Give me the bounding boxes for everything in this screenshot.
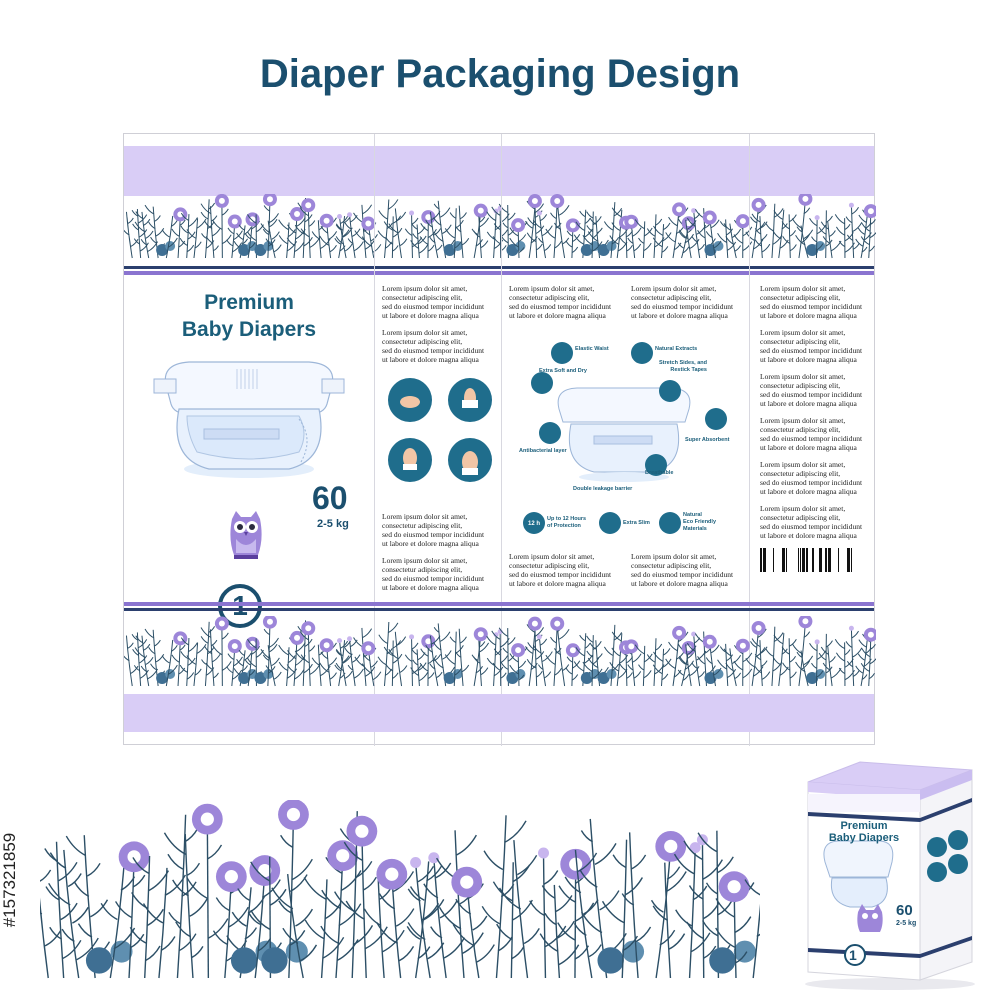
diaper-illustration	[153, 361, 345, 478]
top-stripe-purple	[124, 271, 874, 275]
owl-mascot	[230, 511, 262, 559]
feature-extra-soft: Extra Soft and Dry	[539, 368, 587, 374]
lorem-text: Lorem ipsum dolor sit amet, consectetur …	[760, 284, 863, 320]
lorem-text: Lorem ipsum dolor sit amet, consectetur …	[760, 416, 863, 452]
packaging-dieline: Premium Baby Diapers 60 2-5 kg	[123, 133, 876, 746]
lorem-text: Lorem ipsum dolor sit amet, consectetur …	[509, 284, 612, 320]
brand-line-2: Baby Diapers	[181, 318, 317, 341]
bottom-floral-border	[124, 616, 876, 687]
bottom-stripe-purple	[124, 602, 874, 606]
features-panel: Lorem ipsum dolor sit amet, consectetur …	[509, 284, 745, 598]
lorem-text: Lorem ipsum dolor sit amet, consectetur …	[382, 512, 485, 548]
extra-slim-icon	[599, 512, 621, 534]
pack-count: 60	[312, 480, 348, 516]
eco-icon	[659, 512, 681, 534]
box-brand-line-2: Baby Diapers	[828, 832, 900, 844]
antibacterial-icon	[539, 422, 561, 444]
lorem-text: Lorem ipsum dolor sit amet, consectetur …	[509, 552, 612, 588]
lorem-text: Lorem ipsum dolor sit amet, consectetur …	[760, 460, 863, 496]
protection-icon: 12 h	[523, 512, 545, 534]
box-weight: 2-5 kg	[896, 920, 917, 927]
feature-double-leakage: Double leakage barrier	[573, 486, 633, 492]
top-stripe-dark	[124, 266, 874, 269]
watermark-text: #157321859	[0, 832, 19, 928]
box-shape	[805, 761, 975, 990]
elastic-waist-icon	[551, 342, 573, 364]
page-title: Diaper Packaging Design	[259, 52, 741, 96]
lorem-text: Lorem ipsum dolor sit amet, consectetur …	[631, 552, 734, 588]
watermark-id: #157321859	[0, 770, 20, 990]
lorem-text: Lorem ipsum dolor sit amet, consectetur …	[382, 284, 485, 320]
top-floral-border	[124, 194, 876, 259]
natural-extracts-icon	[631, 342, 653, 364]
breathable-icon	[645, 454, 667, 476]
fold-line	[501, 134, 502, 746]
lorem-text: Lorem ipsum dolor sit amet, consectetur …	[760, 328, 863, 364]
feature-elastic-waist: Elastic Waist	[575, 346, 609, 352]
fold-line	[374, 134, 375, 746]
feature-stretch-sides: Stretch Sides, and Restick Tapes	[659, 360, 707, 373]
bottom-stripe-dark	[124, 608, 874, 611]
top-lavender-band	[124, 146, 874, 196]
lorem-text: Lorem ipsum dolor sit amet, consectetur …	[631, 284, 734, 320]
barcode	[760, 548, 852, 572]
lorem-text: Lorem ipsum dolor sit amet, consectetur …	[760, 504, 863, 540]
feature-breathable: Breathable	[645, 470, 674, 476]
box-brand-line-1: Premium	[840, 820, 888, 832]
brand-line-1: Premium	[204, 291, 294, 314]
lorem-text: Lorem ipsum dolor sit amet, consectetur …	[760, 372, 863, 408]
large-floral-border	[40, 800, 760, 979]
box-count: 60	[896, 902, 913, 919]
lorem-text: Lorem ipsum dolor sit amet, consectetur …	[382, 328, 485, 364]
feature-extra-slim: Extra Slim	[623, 520, 650, 526]
front-panel: Premium Baby Diapers 60 2-5 kg	[124, 284, 374, 598]
feature-super-absorbent: Super Absorbent	[685, 437, 730, 443]
extra-soft-icon	[531, 372, 553, 394]
lorem-text: Lorem ipsum dolor sit amet, consectetur …	[382, 556, 485, 592]
fold-line	[749, 134, 750, 746]
pack-weight: 2-5 kg	[317, 518, 349, 530]
how-to-use-icons	[388, 378, 492, 482]
stretch-sides-icon	[659, 380, 681, 402]
feature-natural-extracts: Natural Extracts	[655, 346, 698, 352]
feature-antibacterial: Antibacterial layer	[519, 448, 567, 454]
instructions-panel: Lorem ipsum dolor sit amet, consectetur …	[382, 284, 500, 598]
side-text-panel: Lorem ipsum dolor sit amet, consectetur …	[760, 284, 874, 598]
super-absorbent-icon	[705, 408, 727, 430]
feature-eco: Natural Eco Friendly Materials	[683, 512, 717, 532]
box-size-number: 1	[849, 947, 857, 963]
bottom-lavender-band	[124, 694, 874, 732]
feature-protection: Up to 12 Hours of Protection	[547, 516, 587, 529]
box-mockup: Premium Baby Diapers 60 2-5 kg 1	[800, 752, 980, 992]
protection-icon-label: 12 h	[527, 521, 540, 527]
